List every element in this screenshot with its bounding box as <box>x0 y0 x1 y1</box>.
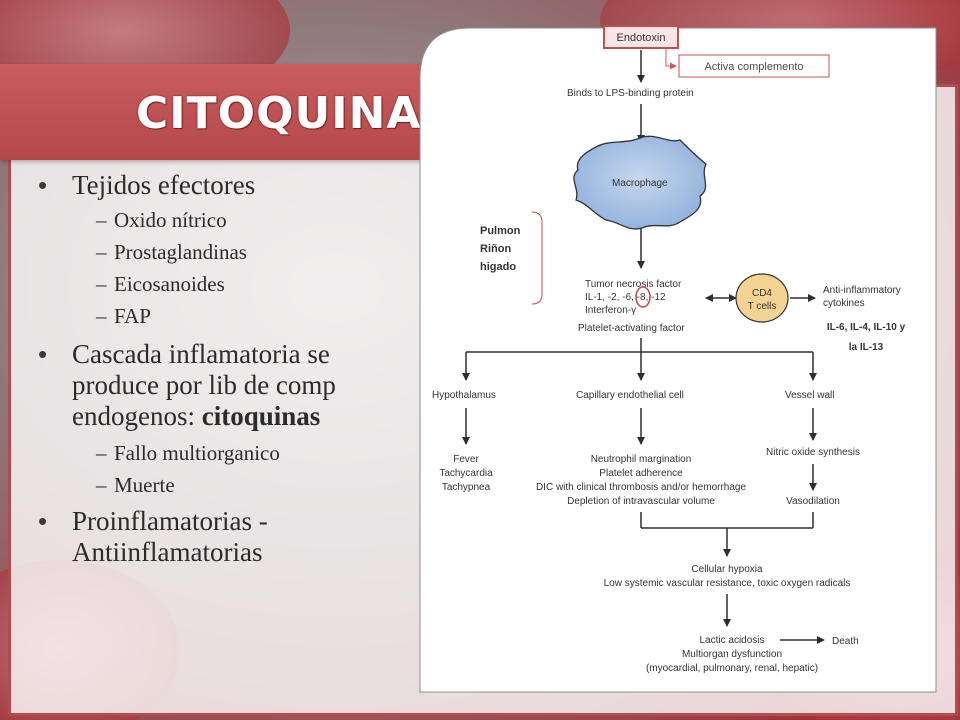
tnf-line: Platelet-activating factor <box>578 323 685 334</box>
vessel-label: Vessel wall <box>785 390 834 401</box>
slide-title: CITOQUINAS <box>136 88 455 139</box>
sub-item: Eicosanoides <box>72 271 378 297</box>
activa-connector <box>665 49 677 70</box>
anti-label: cytokines <box>823 298 865 309</box>
diagram-panel <box>419 27 937 693</box>
bullet-cascada-text: Cascada inflamatoria se produce por lib … <box>72 339 336 431</box>
capillary-label: Capillary endothelial cell <box>576 390 684 401</box>
tnf-line: Interferon-γ <box>585 305 636 316</box>
bullet-tejidos-text: Tejidos efectores <box>72 170 256 200</box>
bullet-cascada-bold: citoquinas <box>201 401 321 431</box>
organ-label: Pulmon <box>480 225 521 237</box>
bullet-list: Tejidos efectores Oxido nítrico Prostagl… <box>38 170 378 568</box>
organ-bracket <box>531 211 543 305</box>
cd4-label: CD4 <box>752 288 772 299</box>
binds-label: Binds to LPS-binding protein <box>567 88 694 99</box>
sub-item: FAP <box>72 303 378 329</box>
hypothalamus-label: Hypothalamus <box>432 390 496 401</box>
fever-line: Tachycardia <box>439 468 493 479</box>
neutro-line: Platelet adherence <box>599 468 683 479</box>
bullet-tejidos: Tejidos efectores Oxido nítrico Prostagl… <box>38 170 378 329</box>
death-label: Death <box>832 636 859 647</box>
lactic-line: (myocardial, pulmonary, renal, hepatic) <box>646 663 818 674</box>
sub-item: Fallo multiorganico <box>72 440 378 466</box>
sub-item: Muerte <box>72 472 378 498</box>
anti-label: Anti-inflammatory <box>823 285 901 296</box>
hypoxia-line: Low systemic vascular resistance, toxic … <box>604 578 851 589</box>
tnf-line: Tumor necrosis factor <box>585 279 682 290</box>
organ-label: Riñon <box>480 243 511 255</box>
il-note: IL-6, IL-4, IL-10 y <box>827 322 906 333</box>
neutro-line: Depletion of intravascular volume <box>567 496 715 507</box>
sub-item: Oxido nítrico <box>72 207 378 233</box>
title-banner <box>0 64 470 160</box>
sub-item: Prostaglandinas <box>72 239 378 265</box>
bullet-pro-anti: Proinflamatorias - Antiinflamatorias <box>38 506 378 568</box>
neutro-line: Neutrophil margination <box>591 454 692 465</box>
activa-box <box>678 54 830 78</box>
bullet-cascada: Cascada inflamatoria se produce por lib … <box>38 339 378 498</box>
nitric-label: Nitric oxide synthesis <box>766 447 860 458</box>
il6-highlight <box>635 286 651 308</box>
fever-line: Tachypnea <box>442 482 491 493</box>
endotoxin-label: Endotoxin <box>617 32 666 44</box>
cd4-label: T cells <box>748 301 777 312</box>
tnf-line: IL-1, -2, -6, -8, -12 <box>585 292 666 303</box>
macrophage-cell <box>573 135 707 230</box>
il-note: la IL-13 <box>849 342 884 353</box>
fever-line: Fever <box>453 454 479 465</box>
activa-label: Activa complemento <box>704 61 803 73</box>
lactic-line: Multiorgan dysfunction <box>682 649 782 660</box>
vasodilation-label: Vasodilation <box>786 496 840 507</box>
endotoxin-box <box>603 25 679 49</box>
bullet-pro-anti-text: Proinflamatorias - Antiinflamatorias <box>72 506 268 567</box>
neutro-line: DIC with clinical thrombosis and/or hemo… <box>536 482 747 493</box>
cd4-tcells <box>735 273 789 323</box>
organ-label: higado <box>480 261 516 273</box>
lactic-line: Lactic acidosis <box>699 635 764 646</box>
hypoxia-line: Cellular hypoxia <box>691 564 763 575</box>
macrophage-label: Macrophage <box>612 178 668 189</box>
